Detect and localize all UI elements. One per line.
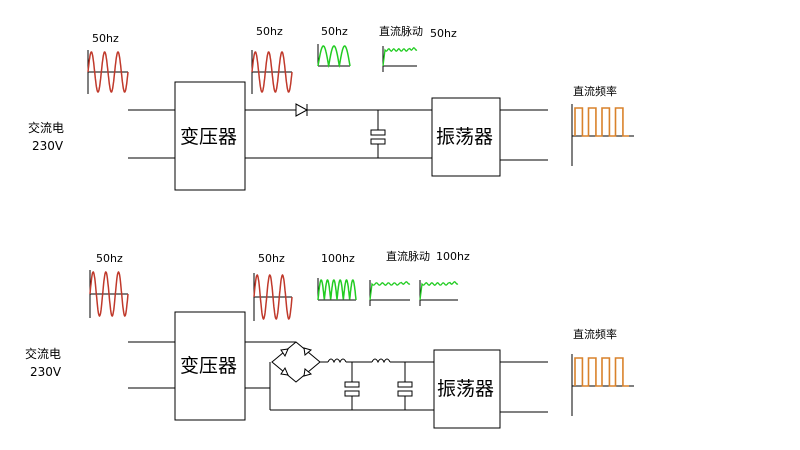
sine-wave-trace xyxy=(87,51,129,93)
top-filter-capacitor xyxy=(370,110,386,158)
top-transformer-freq-label: 50hz xyxy=(256,25,283,38)
rectified-wave-trace xyxy=(317,279,357,301)
top-transformer xyxy=(174,81,246,191)
bottom-source-voltage: 230V xyxy=(30,365,62,379)
bottom-oscillator-label: 振荡器 xyxy=(437,378,494,400)
top-diode xyxy=(295,103,309,117)
top-oscillator-label: 振荡器 xyxy=(436,126,493,148)
dc-ripple-trace xyxy=(369,281,411,301)
square-wave-trace xyxy=(574,357,629,387)
top-input-ac-waveform xyxy=(87,50,129,94)
bottom-pulsating-dc-label: 直流脉动 xyxy=(386,249,430,263)
bottom-rectified-freq-label: 100hz xyxy=(321,252,355,265)
top-pulsating-dc-waveform xyxy=(382,46,418,72)
top-transformer-ac-waveform xyxy=(251,50,293,94)
bottom-input-ac-waveform xyxy=(89,270,129,318)
top-rectified-freq-label: 50hz xyxy=(321,25,348,38)
sine-wave-trace xyxy=(89,270,129,318)
top-source-voltage: 230V xyxy=(32,139,64,153)
top-input-freq-label: 50hz xyxy=(92,32,119,45)
bottom-oscillator xyxy=(433,349,501,429)
top-output-label: 直流频率 xyxy=(573,84,617,98)
sine-wave-trace xyxy=(251,51,293,93)
bottom-transformer-freq-label: 50hz xyxy=(258,252,285,265)
top-circuit: 交流电 230V 变压器 振荡器 50hz 50hz 50hz xyxy=(28,24,634,191)
rectified-wave-trace xyxy=(317,45,351,68)
top-half-wave-waveform xyxy=(317,44,351,68)
dc-ripple-trace xyxy=(419,281,459,301)
bottom-transformer-ac-waveform xyxy=(253,273,293,321)
bottom-pulsating-dc-waveform-2 xyxy=(419,280,459,306)
bottom-output-square-waveform xyxy=(571,354,634,416)
top-pulsating-dc-freq: 50hz xyxy=(430,27,457,40)
top-output-square-waveform xyxy=(571,104,634,166)
bottom-full-wave-waveform xyxy=(317,278,357,301)
bottom-pulsating-dc-freq: 100hz xyxy=(436,250,470,263)
bottom-inductor-1 xyxy=(327,358,347,364)
bottom-inductor-2 xyxy=(371,358,391,364)
bottom-circuit: 交流电 230V 变压器 xyxy=(25,249,634,429)
square-wave-trace xyxy=(574,107,629,137)
top-transformer-label: 变压器 xyxy=(180,126,237,148)
bottom-bridge-rectifier xyxy=(271,341,321,383)
top-oscillator xyxy=(431,97,501,177)
bottom-transformer xyxy=(174,311,246,421)
bottom-transformer-label: 变压器 xyxy=(180,355,237,377)
bottom-filter-capacitor-2 xyxy=(397,362,413,410)
dc-ripple-trace xyxy=(382,47,418,67)
bottom-filter-capacitor-1 xyxy=(344,362,360,410)
sine-wave-trace xyxy=(253,273,293,321)
top-source-label: 交流电 xyxy=(28,120,64,135)
bottom-pulsating-dc-waveform-1 xyxy=(369,280,411,306)
bottom-input-freq-label: 50hz xyxy=(96,252,123,265)
bottom-source-label: 交流电 xyxy=(25,346,61,361)
top-pulsating-dc-label: 直流脉动 xyxy=(379,24,423,38)
bottom-output-label: 直流频率 xyxy=(573,327,617,341)
